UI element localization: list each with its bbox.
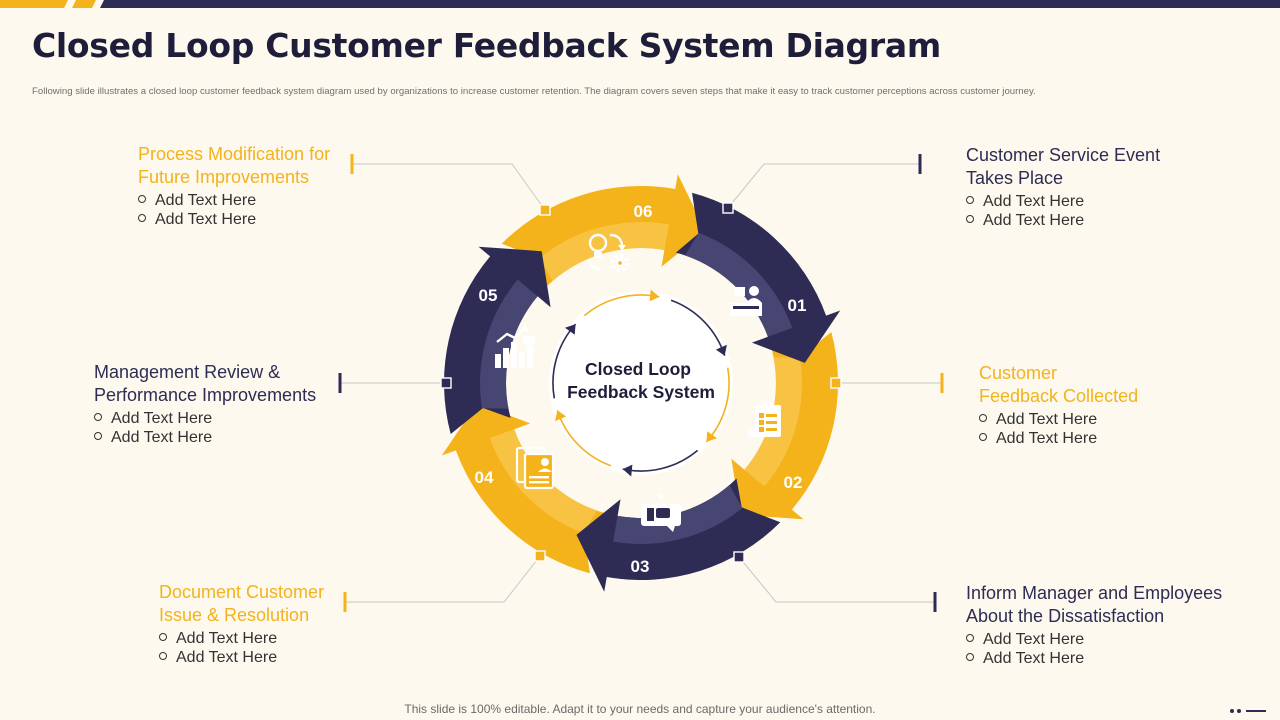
presenter-at-desk-icon [730, 286, 762, 316]
page-title: Closed Loop Customer Feedback System Dia… [32, 26, 941, 65]
step-05-text: Management Review &Performance Improveme… [94, 361, 316, 447]
bullet-item: Add Text Here [966, 211, 1160, 230]
step-04-number: 04 [475, 468, 494, 487]
inner-loop-arrowhead [565, 324, 576, 335]
page-subtitle: Following slide illustrates a closed loo… [32, 86, 1036, 97]
step-05-connector-tick [338, 373, 342, 393]
step-06-bullets: Add Text Here Add Text Here [138, 191, 330, 229]
step-02-bullets: Add Text Here Add Text Here [979, 410, 1138, 448]
bullet-item: Add Text Here [966, 649, 1222, 668]
connector-lines [338, 154, 944, 612]
step-06-number: 06 [634, 202, 653, 221]
step-06-marker [539, 204, 551, 216]
step-06-connector [352, 163, 546, 211]
step-04-marker [534, 550, 546, 562]
bullet-item: Add Text Here [94, 428, 316, 447]
step-01-arrow-band [685, 232, 793, 337]
step-03-number: 03 [631, 557, 650, 576]
inner-loop-arrowhead [649, 289, 660, 302]
growth-chart-icon [495, 324, 535, 368]
step-05-arrow-band [480, 279, 538, 409]
bullet-item: Add Text Here [966, 630, 1222, 649]
bullet-item: Add Text Here [979, 410, 1138, 429]
step-05-bullets: Add Text Here Add Text Here [94, 409, 316, 447]
inner-loop-arrowhead [622, 464, 633, 477]
svg-text:Feedback System: Feedback System [567, 382, 715, 402]
arrow-ring [440, 174, 842, 592]
step-01-connector-tick [918, 154, 922, 174]
step-01-bullets: Add Text Here Add Text Here [966, 192, 1160, 230]
step-01-marker [722, 202, 734, 214]
svg-text:Closed Loop: Closed Loop [585, 359, 691, 379]
footer-note: This slide is 100% editable. Adapt it to… [404, 702, 876, 716]
inner-loop-arrowhead [555, 410, 567, 422]
step-04-bullets: Add Text Here Add Text Here [159, 629, 324, 667]
step-03-connector-tick [933, 592, 937, 612]
step-01-connector [727, 163, 920, 209]
step-06-connector-tick [350, 154, 354, 174]
step-02-marker [830, 377, 842, 389]
bullet-item: Add Text Here [159, 648, 324, 667]
step-01-number: 01 [788, 296, 807, 315]
center-disc [549, 291, 733, 475]
bullet-item: Add Text Here [138, 191, 330, 210]
clipboard-checklist-icon [748, 402, 781, 437]
inner-loop-arrowhead [706, 431, 717, 442]
inner-loop-arrowhead [715, 344, 727, 356]
step-06-arrow-band [539, 221, 669, 282]
step-03-connector [738, 556, 935, 603]
step-02-connector-tick [940, 373, 944, 393]
idea-process-gears-icon [588, 233, 630, 273]
bullet-item: Add Text Here [979, 429, 1138, 448]
bullet-item: Add Text Here [159, 629, 324, 648]
step-icons [495, 233, 781, 532]
step-05-title: Management Review &Performance Improveme… [94, 362, 317, 405]
step-05-marker [440, 377, 452, 389]
bullet-item: Add Text Here [138, 210, 330, 229]
documents-profile-icon [515, 446, 555, 490]
thumbs-down-feedback-icon [641, 492, 681, 532]
step-numbers: 01 02 03 04 05 06 [475, 202, 807, 576]
slide-nav-indicator [1230, 709, 1266, 713]
center-label: Closed Loop Feedback System [567, 359, 715, 402]
inner-loop-arrows [552, 289, 730, 477]
step-03-marker [733, 551, 745, 563]
step-02-number: 02 [784, 473, 803, 492]
top-accent-bar [0, 0, 1280, 8]
step-03-bullets: Add Text Here Add Text Here [966, 630, 1222, 668]
bullet-item: Add Text Here [94, 409, 316, 428]
step-04-connector [345, 555, 541, 603]
bullet-item: Add Text Here [966, 192, 1160, 211]
step-04-connector-tick [343, 592, 347, 612]
step-05-number: 05 [479, 286, 498, 305]
